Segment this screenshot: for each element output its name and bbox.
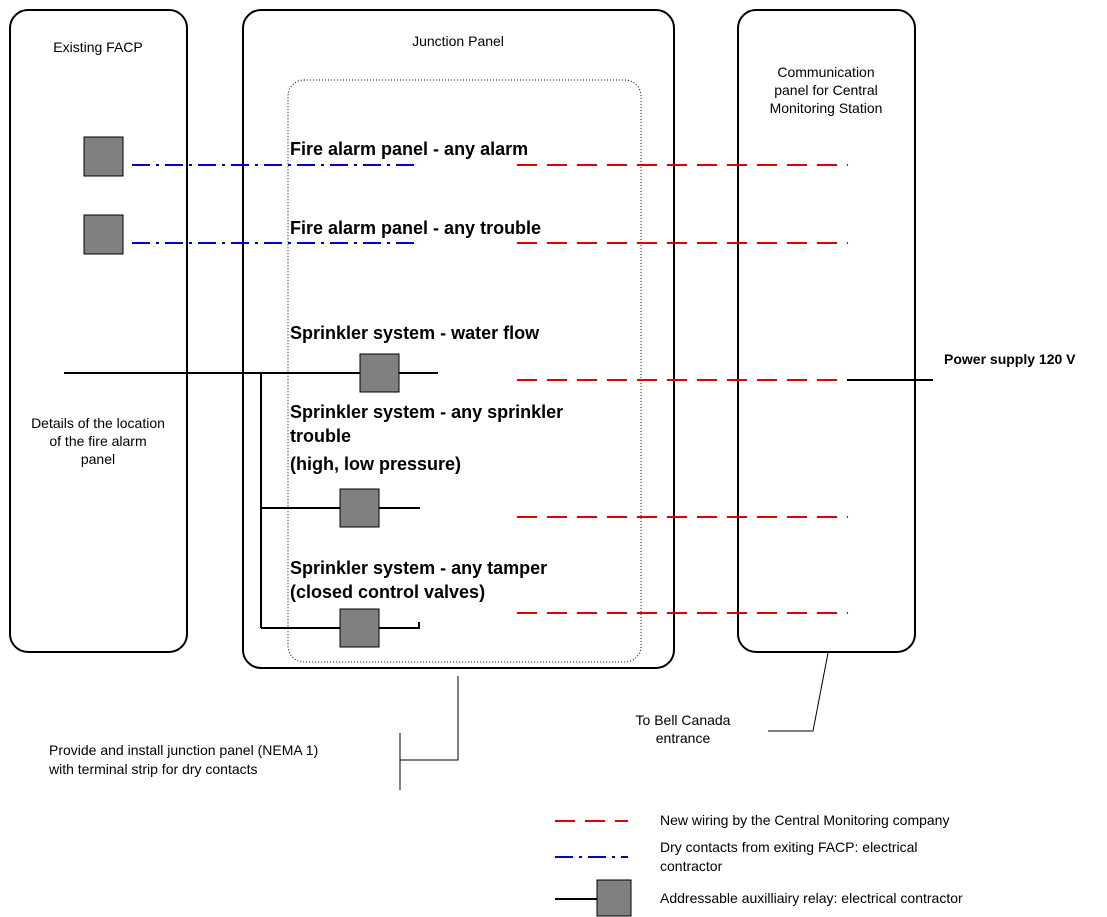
legend-red-label: New wiring by the Central Monitoring com… bbox=[660, 812, 949, 828]
junction-panel bbox=[242, 9, 675, 669]
facp-details-line-1: Details of the location bbox=[31, 415, 165, 431]
signal-water-flow: Sprinkler system - water flow bbox=[290, 323, 540, 343]
signal-sprinkler-trouble-line-2: trouble bbox=[290, 426, 351, 446]
junction-panel-title: Junction Panel bbox=[412, 33, 504, 49]
junction-note-line-2: with terminal strip for dry contacts bbox=[48, 761, 258, 777]
sprinkler-trouble-relay-icon bbox=[339, 488, 380, 528]
junction-note-line-1: Provide and install junction panel (NEMA… bbox=[49, 742, 318, 758]
signal-sprinkler-trouble-line-1: Sprinkler system - any sprinkler bbox=[290, 402, 563, 422]
signal-any-alarm: Fire alarm panel - any alarm bbox=[290, 139, 528, 159]
communication-panel bbox=[737, 9, 916, 653]
facp-alarm-contact-icon bbox=[83, 136, 124, 177]
signal-sprinkler-trouble-line-3: (high, low pressure) bbox=[290, 454, 461, 474]
signal-tamper-line-2: (closed control valves) bbox=[290, 582, 485, 602]
communication-title-line-1: Communication bbox=[777, 64, 874, 80]
communication-title-line-2: panel for Central bbox=[774, 82, 878, 98]
legend-blue-label-line-2: contractor bbox=[660, 858, 723, 874]
facp-details-line-2: of the fire alarm bbox=[49, 433, 146, 449]
power-supply-label: Power supply 120 V bbox=[944, 351, 1076, 367]
legend-relay-icon bbox=[596, 879, 632, 917]
junction-callout-line bbox=[400, 676, 459, 761]
communication-title-line-3: Monitoring Station bbox=[770, 100, 883, 116]
bell-note-line-2: entrance bbox=[656, 730, 711, 746]
facp-title: Existing FACP bbox=[53, 39, 142, 55]
legend-relay-label: Addressable auxilliairy relay: electrica… bbox=[660, 890, 963, 906]
bell-callout-line bbox=[768, 652, 829, 732]
bell-note-line-1: To Bell Canada bbox=[636, 712, 731, 728]
facp-trouble-contact-icon bbox=[83, 214, 124, 255]
tamper-relay-icon bbox=[339, 608, 380, 648]
legend-blue-label-line-1: Dry contacts from exiting FACP: electric… bbox=[660, 839, 918, 855]
facp-details-line-3: panel bbox=[81, 451, 115, 467]
existing-facp-panel bbox=[9, 9, 188, 653]
signal-any-trouble: Fire alarm panel - any trouble bbox=[290, 218, 541, 238]
signal-tamper-line-1: Sprinkler system - any tamper bbox=[290, 558, 547, 578]
water-flow-relay-icon bbox=[359, 353, 400, 393]
